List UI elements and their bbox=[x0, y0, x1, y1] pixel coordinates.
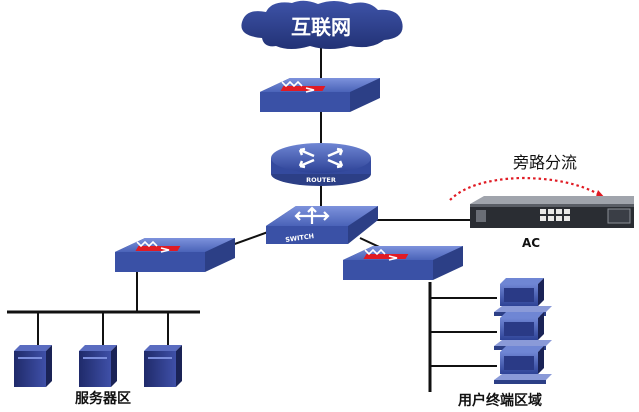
bypass-flow: 旁路分流 bbox=[449, 153, 606, 201]
ac-appliance: AC bbox=[470, 196, 634, 250]
firewall-top bbox=[260, 78, 380, 112]
ethernet-ports-icon bbox=[540, 209, 570, 221]
firewall-icon bbox=[363, 248, 409, 261]
router: ROUTER bbox=[271, 143, 371, 186]
server-area-label: 服务器区 bbox=[75, 390, 131, 407]
firewall-icon bbox=[280, 80, 326, 93]
cloud-icon bbox=[241, 0, 403, 50]
bypass-label: 旁路分流 bbox=[513, 153, 577, 172]
router-arrows-icon bbox=[298, 147, 344, 169]
user-area-label: 用户终端区域 bbox=[458, 392, 542, 409]
computer-icon bbox=[494, 312, 552, 350]
firewall-right bbox=[343, 246, 463, 280]
internet-cloud: 互联网 bbox=[241, 0, 403, 50]
firewall-icon bbox=[135, 240, 181, 253]
switch: SWITCH bbox=[266, 206, 378, 244]
switch-label: SWITCH bbox=[285, 232, 315, 244]
firewall-left bbox=[115, 238, 235, 272]
user-terminal-group: 用户终端区域 bbox=[458, 278, 552, 409]
computer-icon bbox=[494, 278, 552, 316]
computer-icon bbox=[494, 346, 552, 384]
switch-arrows-icon bbox=[294, 206, 330, 224]
cloud-label: 互联网 bbox=[291, 15, 351, 39]
server-icon bbox=[14, 345, 52, 387]
server-icon bbox=[79, 345, 117, 387]
router-label: ROUTER bbox=[306, 176, 336, 184]
server-group: 服务器区 bbox=[14, 345, 182, 407]
server-icon bbox=[144, 345, 182, 387]
ac-label: AC bbox=[522, 236, 540, 250]
connection-lines bbox=[7, 48, 497, 392]
